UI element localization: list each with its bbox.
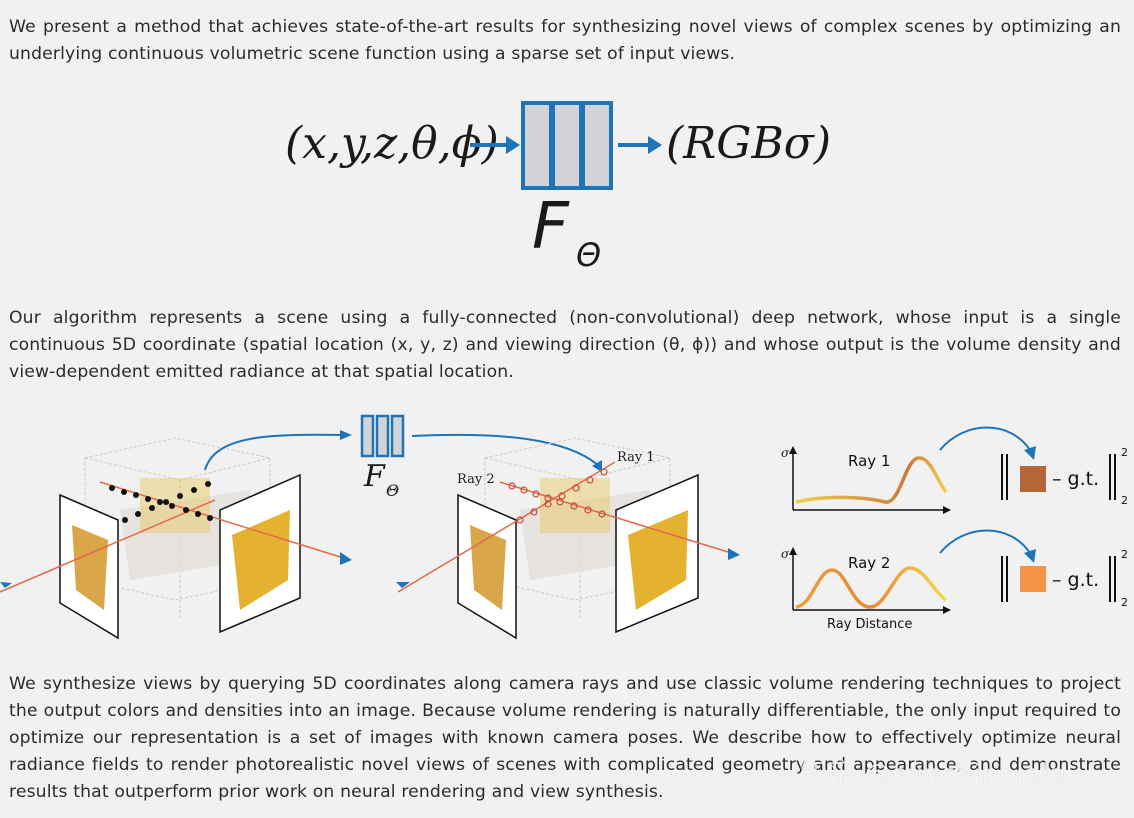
query-arrow	[204, 433, 341, 471]
ray2-sigma-label: σ	[781, 547, 790, 561]
scene-ray2-label: Ray 2	[457, 472, 495, 487]
mlp-f-label: F	[363, 459, 386, 494]
ray2-loss: – g.t. 2 2	[1001, 548, 1128, 609]
network-f-label: F	[532, 190, 570, 264]
ray2-render-arrow	[939, 529, 1031, 554]
output-curve-arrow	[411, 433, 599, 466]
input-arrow	[470, 136, 520, 154]
plot-ray2-label: Ray 2	[848, 554, 890, 572]
ray1-color-swatch	[1020, 466, 1046, 492]
ray-distance-label: Ray Distance	[827, 617, 912, 632]
input-coordinate-label: (x,y,z,θ,ϕ)	[285, 118, 499, 169]
ray1-gt-label: – g.t.	[1052, 468, 1099, 490]
ray2-color-swatch	[1020, 566, 1046, 592]
volume-rendering-figure: F Θ Ray 1 Ray 2	[0, 414, 1128, 640]
ray1-loss-power-top: 2	[1121, 446, 1128, 459]
synthesis-paragraph: We synthesize views by querying 5D coord…	[9, 674, 1121, 802]
algorithm-paragraph: Our algorithm represents a scene using a…	[9, 308, 1121, 382]
mlp-block-icon	[360, 414, 405, 458]
output-rgb-sigma-label: (RGBσ)	[666, 118, 830, 169]
ray1-render-arrow	[939, 426, 1031, 451]
ray2-loss-power-bottom: 2	[1121, 596, 1128, 609]
mlp-theta-subscript: Θ	[386, 481, 399, 500]
network-overview-figure: (x,y,z,θ,ϕ) (RGBσ) F Θ	[285, 101, 830, 274]
network-theta-subscript: Θ	[576, 236, 601, 274]
intro-paragraph: We present a method that achieves state-…	[9, 17, 1121, 64]
ray1-loss: – g.t. 2 2	[1001, 446, 1128, 507]
scene-ray1-label: Ray 1	[617, 450, 655, 465]
network-block-icon	[521, 101, 613, 190]
ray2-gt-label: – g.t.	[1052, 569, 1099, 591]
ray1-sigma-label: σ	[781, 446, 790, 460]
zhihu-watermark: 知乎 @sunshinelala	[800, 759, 1067, 790]
plot-ray1-label: Ray 1	[848, 452, 890, 470]
ray2-loss-power-top: 2	[1121, 548, 1128, 561]
ray1-loss-power-bottom: 2	[1121, 494, 1128, 507]
ray2-density-plot: σ Ray 2 Ray Distance	[781, 547, 951, 632]
left-scene	[0, 437, 352, 640]
ray1-density-plot: σ Ray 1	[781, 446, 951, 514]
output-arrow	[618, 136, 662, 154]
right-scene: Ray 1 Ray 2	[396, 437, 740, 640]
